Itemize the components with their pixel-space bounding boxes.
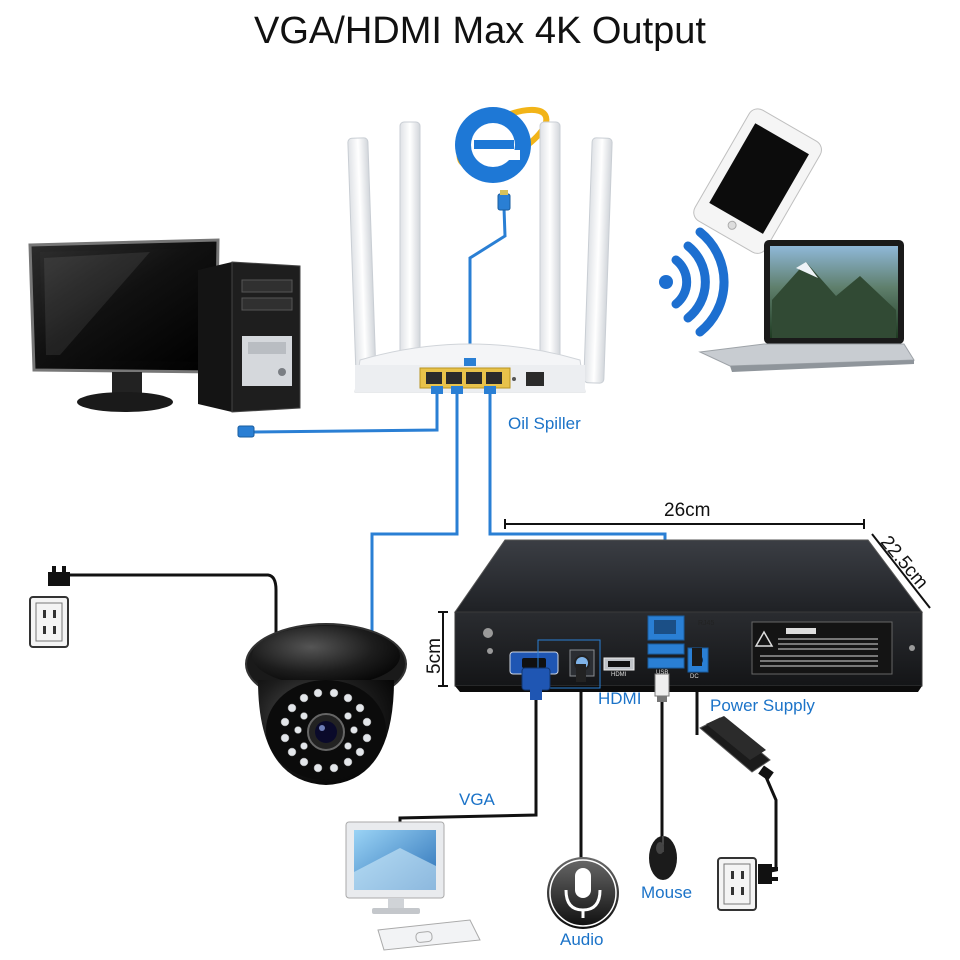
wifi-router [347,121,613,394]
vga-label: VGA [459,790,495,809]
mouse [649,836,677,880]
router-label: Oil Spiller [508,414,581,433]
hdmi-port-label: HDMI [611,672,627,678]
black-cable-camera-power [58,573,278,640]
blue-cable-camera [370,392,459,632]
laptop [698,240,915,372]
page-title: VGA/HDMI Max 4K Output [254,10,706,52]
mouse-label: Mouse [641,883,693,902]
blue-cable-internet [468,207,507,362]
usb-plug [654,673,670,702]
desktop-computer [28,238,301,413]
plug-icon-camera [48,566,70,586]
power-outlet-icon-nvr [717,857,757,911]
power-outlet-icon-camera [29,596,69,648]
audio-label: Audio [560,930,604,949]
black-cable-vga [398,688,538,822]
nvr-recorder [454,539,923,692]
power-supply-label: Power Supply [710,696,815,715]
usb-port-label: USB [656,670,669,676]
smartphone [693,108,822,254]
power-adapter [699,716,774,781]
blue-cable-pc [249,392,439,434]
height-dimension: 5cm [424,638,445,674]
audio-plug [576,664,586,682]
rj45-plug-pc-end [237,425,255,438]
width-dimension: 26cm [664,500,711,521]
dc-plug [692,648,702,666]
microphone-icon [547,857,619,929]
dome-camera [245,623,407,785]
wifi-icon [659,227,729,337]
hdmi-label: HDMI [598,689,642,708]
vga-plug [521,667,551,700]
dc-port-label: DC [690,674,699,680]
plug-icon-nvr [758,864,778,884]
ie-logo-icon [455,106,550,183]
dimension-lines [438,519,931,687]
rj45-plug-internet-end [497,190,511,211]
rj45-port-label: RJ45 [698,620,715,627]
vga-monitor [345,821,481,951]
